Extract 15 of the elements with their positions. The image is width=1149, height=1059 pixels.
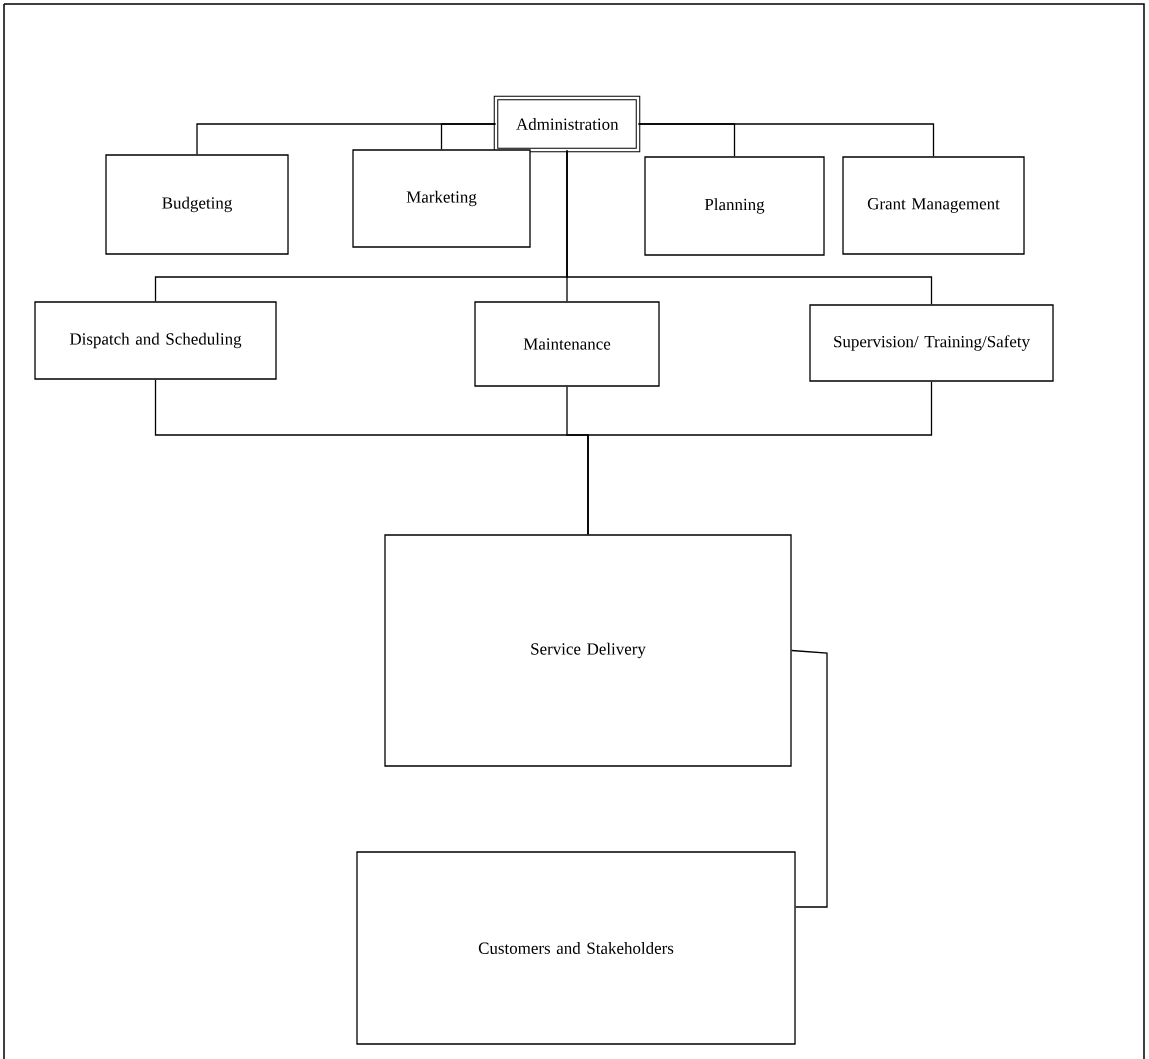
unit-box: Dispatch and Scheduling [34,301,277,380]
unit-box: Supervision/ Training/Safety [809,304,1054,382]
connector-line [566,149,933,305]
unit-box: Budgeting [105,154,289,255]
connector-line [637,123,935,157]
connector-line [587,381,933,535]
process-box: Customers and Stakeholders [356,851,796,1045]
unit-box: Grant Management [842,156,1025,255]
connector-line [440,123,497,150]
process-box: Service Delivery [384,534,792,767]
title-box: Administration [493,95,641,153]
unit-box: Maintenance [474,301,660,387]
connector-line [791,649,828,908]
unit-box: Marketing [352,149,531,248]
unit-box: Planning [644,156,825,256]
